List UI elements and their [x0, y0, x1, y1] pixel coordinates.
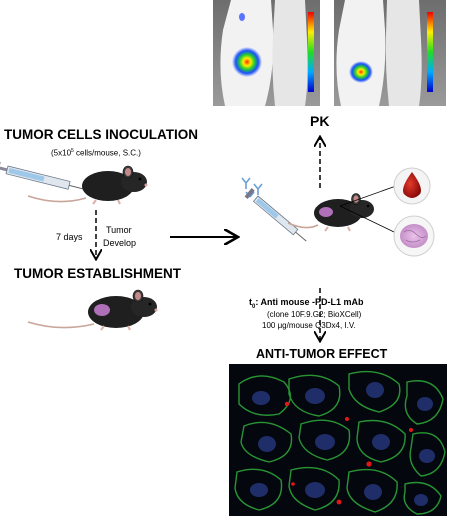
syringe-icon [0, 161, 87, 191]
mouse-illustration [27, 165, 148, 205]
develop-label-line1: Tumor [106, 225, 132, 235]
inoculation-dose: (5x105 cells/mouse, S.C.) [51, 148, 141, 158]
anti-tumor-effect-title: ANTI-TUMOR EFFECT [256, 347, 388, 361]
tissue-slice-icon [393, 215, 435, 257]
antibody-icon [241, 177, 263, 198]
bioluminescence-image [213, 0, 446, 106]
treatment-clone: (clone 10F.9.G2; BioXCell) [267, 310, 362, 319]
injection-syringe-icon [244, 188, 307, 242]
establishment-title: TUMOR ESTABLISHMENT [14, 266, 181, 281]
blood-drop-icon [393, 167, 431, 205]
develop-label-line2: Develop [103, 238, 137, 248]
inoculation-title: TUMOR CELLS INOCULATION [4, 127, 198, 142]
treatment-dose: 100 μg/mouse Q3Dx4, I.V. [262, 321, 356, 330]
tumor-mass [94, 304, 110, 316]
fluorescence-micrograph [229, 364, 447, 516]
treatment-title: t0: Anti mouse -PD-L1 mAb [249, 297, 364, 310]
treated-mouse-illustration [287, 193, 374, 232]
pk-title: PK [310, 113, 330, 129]
mouse-with-tumor-illustration [27, 289, 158, 331]
days-label: 7 days [56, 232, 83, 242]
